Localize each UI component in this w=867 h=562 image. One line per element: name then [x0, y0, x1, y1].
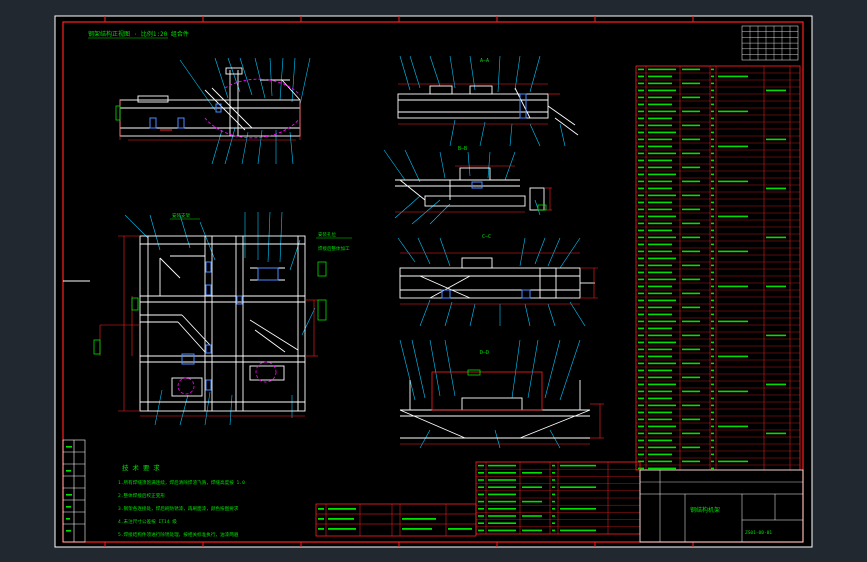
- plan-note-3: 焊接后整体加工: [318, 245, 350, 252]
- parts-list[interactable]: [635, 65, 801, 471]
- technical-requirements: 技 术 要 求 1.所有焊缝须饱满连续，焊后清除焊渣飞溅，焊缝高度按 1.0 2…: [118, 463, 245, 538]
- section-view-d[interactable]: D—D: [399, 339, 604, 449]
- section-view-a[interactable]: A—A: [397, 55, 579, 147]
- section-label-b: B—B: [458, 146, 467, 152]
- view-plan-left[interactable]: 安装支架 安装孔位 焊接后整体加工: [93, 211, 352, 426]
- lower-parts-list[interactable]: [315, 503, 477, 537]
- tech-req-line-2: 2.整体焊接后校正变形: [118, 492, 165, 499]
- tech-req-line-3: 3.钢架各连接处，焊后刷防锈漆，再刷面漆，颜色按图要求: [118, 505, 239, 512]
- section-view-b[interactable]: B—B: [383, 146, 552, 225]
- view-top-left[interactable]: [115, 57, 311, 165]
- tech-req-title: 技 术 要 求: [122, 463, 160, 472]
- title-block-main: 钢结构机架: [690, 506, 720, 514]
- revision-strip-marks: [66, 446, 72, 532]
- zone-ticks: [104, 16, 694, 547]
- section-view-c[interactable]: C—C: [397, 234, 598, 327]
- plan-note-1: 安装支架: [172, 212, 190, 219]
- revision-strip: [62, 439, 86, 543]
- parts-list-rows: [636, 65, 800, 470]
- title-block-drawing-no: ZS01-00-01: [745, 530, 772, 536]
- tech-req-line-1: 1.所有焊缝须饱满连续，焊后清除焊渣飞溅，焊缝高度按 1.0: [118, 479, 245, 486]
- tech-req-line-4: 4.未注尺寸公差按 IT14 级: [118, 518, 177, 525]
- section-label-a: A—A: [480, 58, 489, 64]
- tech-req-line-5: 5.焊接结构件须进行除锈处理，按相关标准执行，油漆两遍: [118, 531, 239, 538]
- top-right-grid-lines: [742, 26, 798, 60]
- title-block[interactable]: 钢结构机架 ZS01-00-01: [639, 469, 804, 543]
- plan-note-2: 安装孔位: [318, 231, 336, 238]
- section-label-c: C—C: [482, 234, 491, 240]
- bottom-parts-list[interactable]: [475, 461, 641, 535]
- section-label-d: D—D: [480, 350, 489, 356]
- drawing-border: [62, 21, 804, 543]
- drawing-note-top-left: 钢架结构正视图 · 比例1:20 组合件: [88, 30, 189, 38]
